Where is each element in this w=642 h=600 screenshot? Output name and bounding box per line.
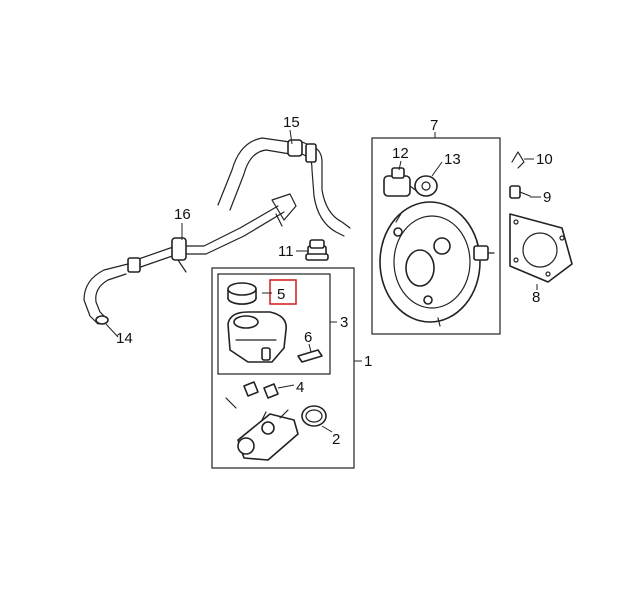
callout-2: 2	[332, 431, 340, 448]
callout-6: 6	[304, 329, 312, 346]
callout-7: 7	[430, 117, 438, 134]
reservoir-grommets[interactable]	[243, 381, 279, 399]
callout-10: 10	[536, 151, 553, 168]
reservoir-box	[217, 273, 331, 375]
callout-3: 3	[340, 314, 348, 331]
booster-assembly-box	[371, 137, 501, 335]
callout-12: 12	[392, 145, 409, 162]
callout-4: 4	[296, 379, 304, 396]
master-cylinder-box	[211, 267, 355, 469]
callout-14: 14	[116, 330, 133, 347]
reservoir-seal[interactable]	[297, 349, 323, 363]
booster-gasket[interactable]	[509, 213, 573, 283]
vacuum-hose-upper[interactable]	[217, 137, 351, 237]
booster-grommet[interactable]	[414, 175, 438, 197]
master-cylinder-o-ring[interactable]	[301, 405, 327, 427]
brake-booster[interactable]	[379, 201, 495, 327]
master-cylinder[interactable]	[225, 397, 299, 461]
callout-8: 8	[532, 289, 540, 306]
vacuum-hose-lower[interactable]	[83, 263, 129, 325]
callout-13: 13	[444, 151, 461, 168]
clevis-pin[interactable]	[509, 185, 531, 199]
callout-15: 15	[283, 114, 300, 131]
callout-5: 5	[277, 286, 285, 303]
reservoir-cap[interactable]	[227, 282, 257, 305]
check-valve-grommet[interactable]	[305, 239, 329, 261]
vacuum-line-assembly[interactable]	[127, 193, 297, 273]
callout-9: 9	[543, 189, 551, 206]
booster-check-valve[interactable]	[383, 167, 419, 197]
callout-16: 16	[174, 206, 191, 223]
highlight-box-5	[269, 279, 297, 305]
callout-11: 11	[278, 243, 294, 260]
clevis-clip[interactable]	[511, 151, 525, 169]
callout-1: 1	[364, 353, 372, 370]
brake-fluid-reservoir[interactable]	[227, 311, 287, 363]
